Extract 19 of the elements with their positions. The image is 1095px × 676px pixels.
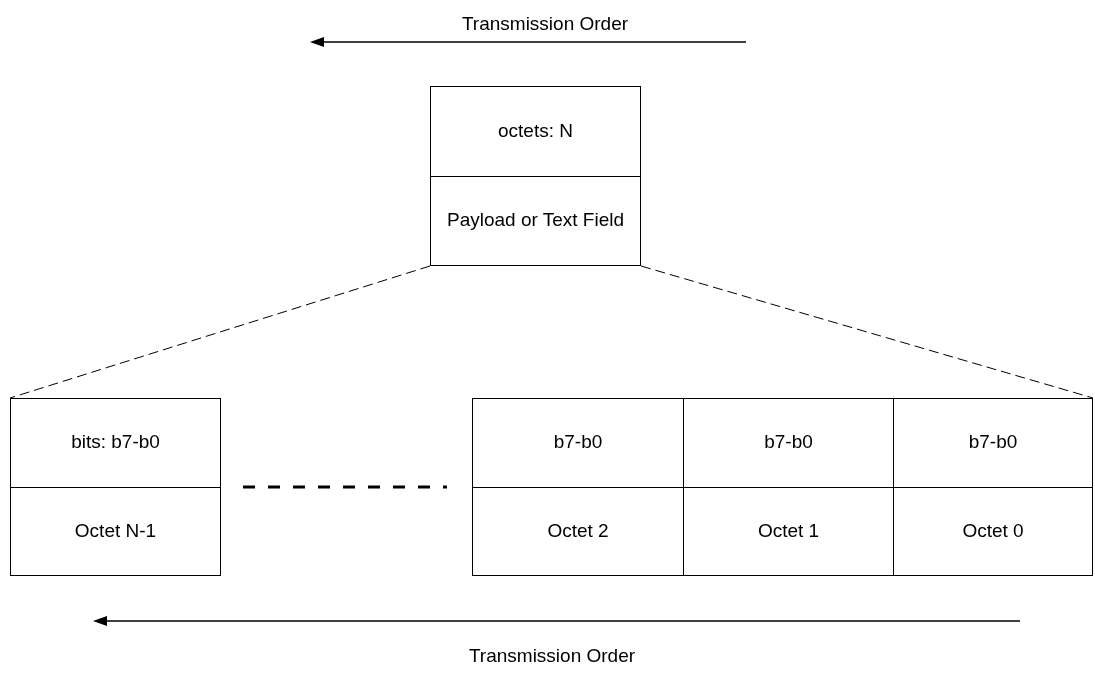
field-text: b7-b0 [553,430,603,455]
field-box [683,398,894,576]
direction-label: Transmission Order [460,12,630,36]
field-text: Payload or Text Field [446,208,625,233]
field-text: b7-b0 [764,430,813,455]
field-box [430,86,641,266]
field-box [472,398,684,576]
dashed-connector [9,265,431,399]
field-text: Octet 2 [547,518,609,543]
direction-label: Transmission Order [467,644,637,668]
field-text: octets: N [498,118,573,143]
field-text: bits: b7-b0 [71,430,160,455]
field-text: Octet 0 [962,518,1024,543]
field-box [10,398,221,576]
field-text: Octet N-1 [74,518,157,543]
field-text: Octet 1 [757,518,820,543]
field-box [893,398,1093,576]
field-text: b7-b0 [968,430,1018,455]
dashed-connector [640,265,1094,399]
